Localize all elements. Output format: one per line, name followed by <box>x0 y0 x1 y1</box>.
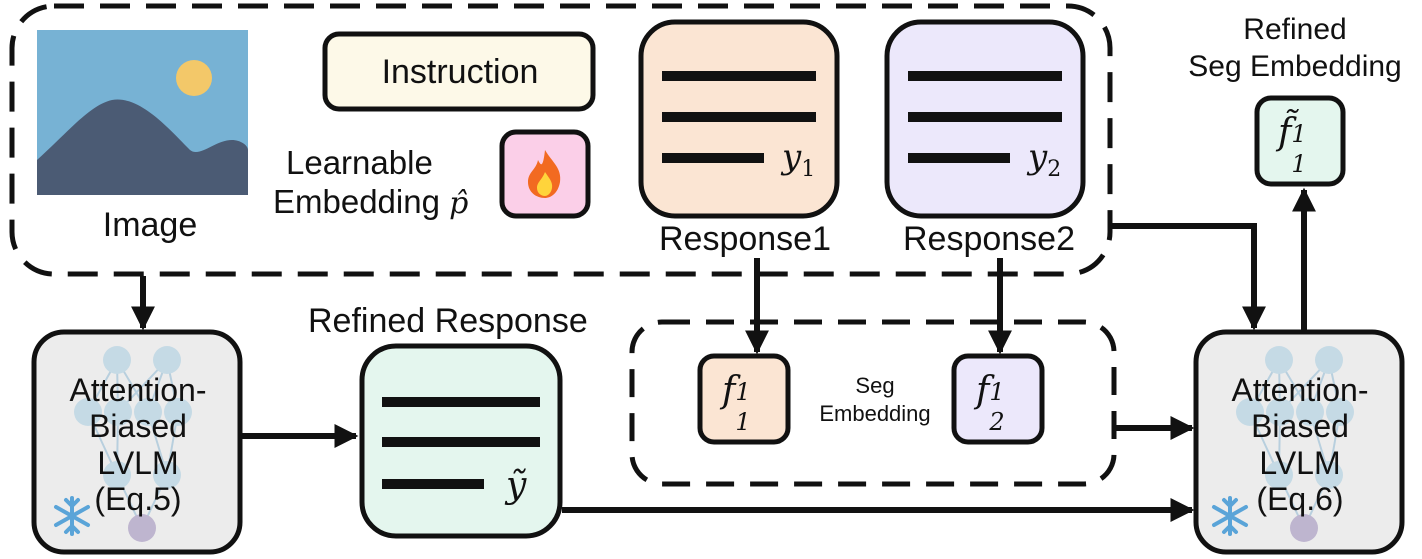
lvlm-right-label: Attention- Biased LVLM (Eq.6) <box>1231 372 1369 518</box>
response1-label: Response1 <box>658 220 831 258</box>
neural-network-icon <box>74 346 192 542</box>
response1-symbol: y1 <box>782 137 816 182</box>
refined-response-text-lines <box>382 397 540 489</box>
lvlm-right-box <box>1193 329 1405 555</box>
learnable-embedding-label-line2: Embedding p̂ <box>273 183 469 221</box>
snowflake-icon <box>54 496 90 536</box>
fire-icon <box>528 150 561 198</box>
instruction-label: Instruction <box>381 53 539 91</box>
image-label: Image <box>102 206 198 244</box>
learnable-embedding-symbol: p̂ <box>449 186 469 221</box>
response2-label: Response2 <box>902 220 1075 258</box>
response2-text-lines <box>908 71 1062 163</box>
lvlm-left-box <box>31 329 243 555</box>
refined-seg-box <box>1254 95 1346 187</box>
refined-response-label: Refined Response <box>308 302 588 340</box>
input-group-dashed-region <box>9 3 1113 277</box>
f11-box <box>697 353 791 445</box>
snowflake-icon <box>1212 496 1248 536</box>
neural-network-icon <box>1236 346 1354 542</box>
response2-symbol: y2 <box>1028 137 1062 182</box>
instruction-box <box>322 31 596 112</box>
lvlm-left-label: Attention- Biased LVLM (Eq.5) <box>69 372 207 518</box>
seg-embedding-label: Seg Embedding <box>819 373 931 426</box>
refined-response-symbol: ỹ <box>506 465 527 506</box>
response1-text-lines <box>662 71 816 163</box>
arrow-inputs-to-lvlm-right <box>1112 223 1266 331</box>
learnable-embedding-label-line1: Learnable <box>286 144 433 181</box>
image-placeholder-icon <box>37 30 248 195</box>
refined-seg-label: Refined Seg Embedding <box>1188 13 1402 83</box>
f21-box <box>951 353 1045 445</box>
